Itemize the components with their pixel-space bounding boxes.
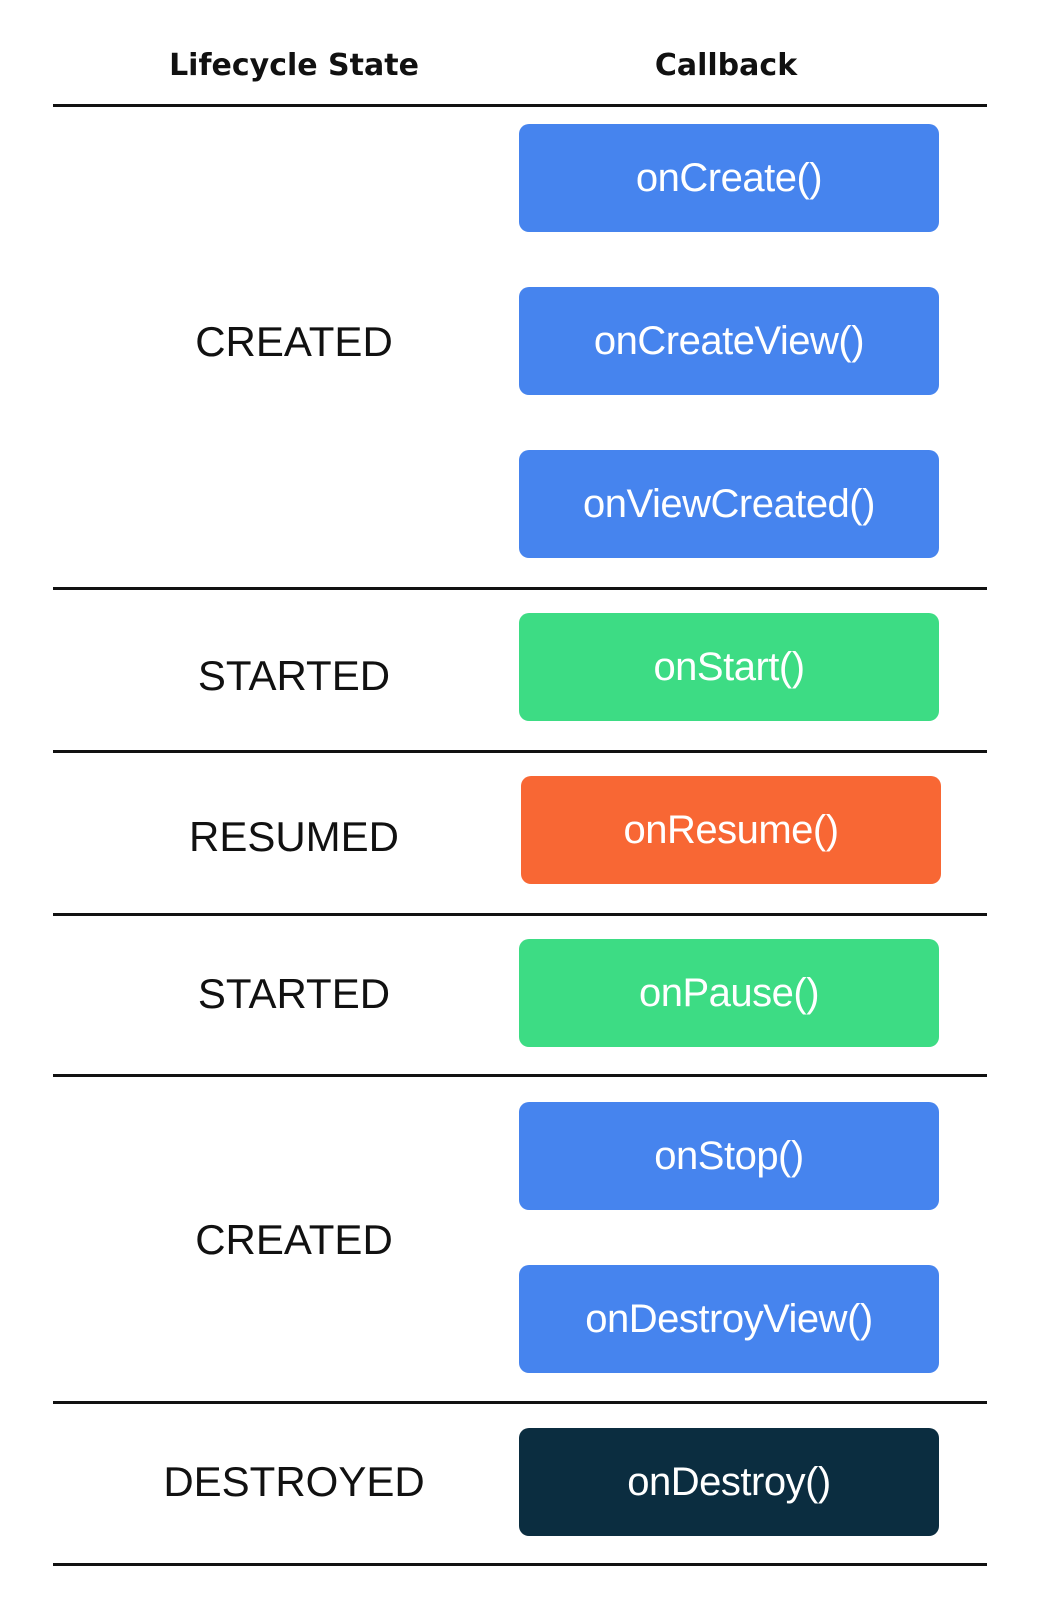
callback-onresume: onResume() bbox=[521, 776, 941, 884]
bottom-divider bbox=[53, 1563, 987, 1566]
callback-onpause: onPause() bbox=[519, 939, 939, 1047]
callback-onstart: onStart() bbox=[519, 613, 939, 721]
state-destroyed: DESTROYED bbox=[163, 1458, 425, 1505]
row-divider bbox=[53, 750, 987, 753]
callback-ondestroy: onDestroy() bbox=[519, 1428, 939, 1536]
callback-onviewcreated: onViewCreated() bbox=[519, 450, 939, 558]
row-divider bbox=[53, 587, 987, 590]
callback-oncreate: onCreate() bbox=[519, 124, 939, 232]
state-created: CREATED bbox=[195, 1216, 393, 1263]
header-callback: Callback bbox=[654, 48, 798, 83]
row-divider bbox=[53, 1401, 987, 1404]
callback-onstop: onStop() bbox=[519, 1102, 939, 1210]
state-started: STARTED bbox=[197, 652, 391, 699]
header-lifecycle-state: Lifecycle State bbox=[169, 48, 419, 83]
state-resumed: RESUMED bbox=[188, 813, 400, 860]
row-divider bbox=[53, 1074, 987, 1077]
row-divider bbox=[53, 913, 987, 916]
header-divider bbox=[53, 104, 987, 107]
callback-ondestroyview: onDestroyView() bbox=[519, 1265, 939, 1373]
callback-oncreateview: onCreateView() bbox=[519, 287, 939, 395]
state-created: CREATED bbox=[195, 318, 393, 365]
state-started: STARTED bbox=[197, 970, 391, 1017]
